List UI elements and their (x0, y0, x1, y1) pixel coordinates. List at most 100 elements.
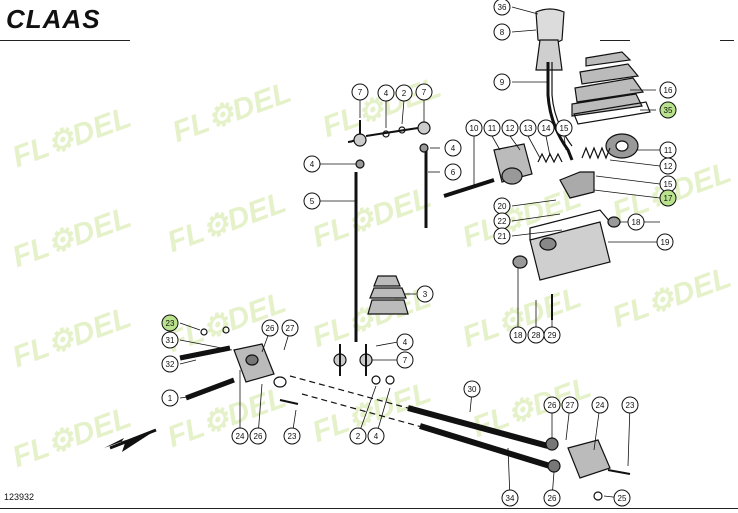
callout-18: 18 (627, 213, 645, 231)
callout-12: 12 (501, 119, 519, 137)
callout-label: 4 (374, 432, 379, 441)
callout-label: 2 (356, 432, 361, 441)
callout-label: 11 (488, 124, 497, 133)
callout-label: 25 (618, 494, 627, 503)
callout-label: 4 (384, 89, 389, 98)
callout-8: 8 (493, 23, 511, 41)
callout-18: 18 (509, 326, 527, 344)
callout-label: 23 (166, 319, 175, 328)
callout-4: 4 (377, 84, 395, 102)
callout-label: 5 (310, 197, 315, 206)
callout-4: 4 (303, 155, 321, 173)
callout-9: 9 (493, 73, 511, 91)
callout-label: 13 (524, 124, 533, 133)
callout-label: 18 (632, 218, 641, 227)
callout-label: 36 (498, 3, 507, 12)
callout-29: 29 (543, 326, 561, 344)
callout-label: 15 (560, 124, 569, 133)
callout-label: 4 (403, 338, 408, 347)
callout-34: 34 (501, 489, 519, 507)
callout-31: 31 (161, 331, 179, 349)
callout-26: 26 (261, 319, 279, 337)
callout-26: 26 (543, 489, 561, 507)
header-rule (0, 40, 130, 41)
callout-15: 15 (659, 175, 677, 193)
footer-rule (0, 508, 738, 509)
shift-lever (546, 62, 574, 161)
callout-label: 16 (664, 86, 673, 95)
shift-gate (559, 171, 595, 199)
callout-label: 23 (626, 401, 635, 410)
callout-label: 4 (310, 160, 315, 169)
callout-2: 2 (395, 84, 413, 102)
callout-26: 26 (249, 427, 267, 445)
callout-24: 24 (591, 396, 609, 414)
callout-label: 30 (468, 385, 477, 394)
bush-18 (607, 216, 621, 228)
callout-23: 23 (621, 396, 639, 414)
callout-label: 7 (422, 88, 427, 97)
gearbox-housing (529, 221, 611, 281)
callout-1: 1 (161, 389, 179, 407)
callout-label: 18 (514, 331, 523, 340)
callout-label: 10 (470, 124, 479, 133)
callout-label: 3 (423, 290, 428, 299)
callout-4: 4 (396, 333, 414, 351)
callout-label: 27 (286, 324, 295, 333)
callout-label: 27 (566, 401, 575, 410)
callout-30: 30 (463, 380, 481, 398)
callout-11: 11 (659, 141, 677, 159)
callout-19: 19 (656, 233, 674, 251)
callout-7: 7 (415, 83, 433, 101)
callout-label: 26 (548, 494, 557, 503)
callout-label: 26 (254, 432, 263, 441)
callout-20: 20 (493, 197, 511, 215)
callout-25: 25 (613, 489, 631, 507)
callout-label: 34 (506, 494, 515, 503)
lever-1 (185, 377, 235, 401)
callout-label: 11 (664, 146, 673, 155)
callout-23: 23 (161, 314, 179, 332)
callout-label: 9 (500, 78, 505, 87)
callout-label: 19 (661, 238, 670, 247)
callout-label: 2 (402, 89, 407, 98)
callout-5: 5 (303, 192, 321, 210)
callout-16: 16 (659, 81, 677, 99)
callout-label: 26 (548, 401, 557, 410)
callout-label: 1 (168, 394, 173, 403)
callout-label: 29 (548, 331, 557, 340)
callout-13: 13 (519, 119, 537, 137)
callout-label: 7 (403, 356, 408, 365)
callout-26: 26 (543, 396, 561, 414)
callout-label: 28 (532, 331, 541, 340)
boot-plate (573, 101, 651, 125)
lever-32 (179, 345, 231, 361)
claas-logo: CLAAS (6, 4, 101, 34)
callout-label: 26 (266, 324, 275, 333)
callout-11: 11 (483, 119, 501, 137)
gear-knob (535, 8, 565, 44)
callout-label: 6 (451, 168, 456, 177)
rod-boot (367, 275, 409, 315)
callout-12: 12 (659, 157, 677, 175)
shaft-34 (419, 423, 551, 469)
callout-10: 10 (465, 119, 483, 137)
callout-label: 23 (288, 432, 297, 441)
callout-7: 7 (396, 351, 414, 369)
callout-32: 32 (161, 355, 179, 373)
callout-label: 35 (664, 106, 673, 115)
callout-label: 24 (236, 432, 245, 441)
shift-lever-outline (551, 62, 573, 147)
callout-35: 35 (659, 101, 677, 119)
callout-7: 7 (351, 83, 369, 101)
callout-label: 15 (664, 180, 673, 189)
callout-21: 21 (493, 227, 511, 245)
callout-label: 8 (500, 28, 505, 37)
callout-17: 17 (659, 189, 677, 207)
callout-28: 28 (527, 326, 545, 344)
callout-label: 21 (498, 232, 507, 241)
callout-14: 14 (537, 119, 555, 137)
callout-6: 6 (444, 163, 462, 181)
callout-3: 3 (416, 285, 434, 303)
